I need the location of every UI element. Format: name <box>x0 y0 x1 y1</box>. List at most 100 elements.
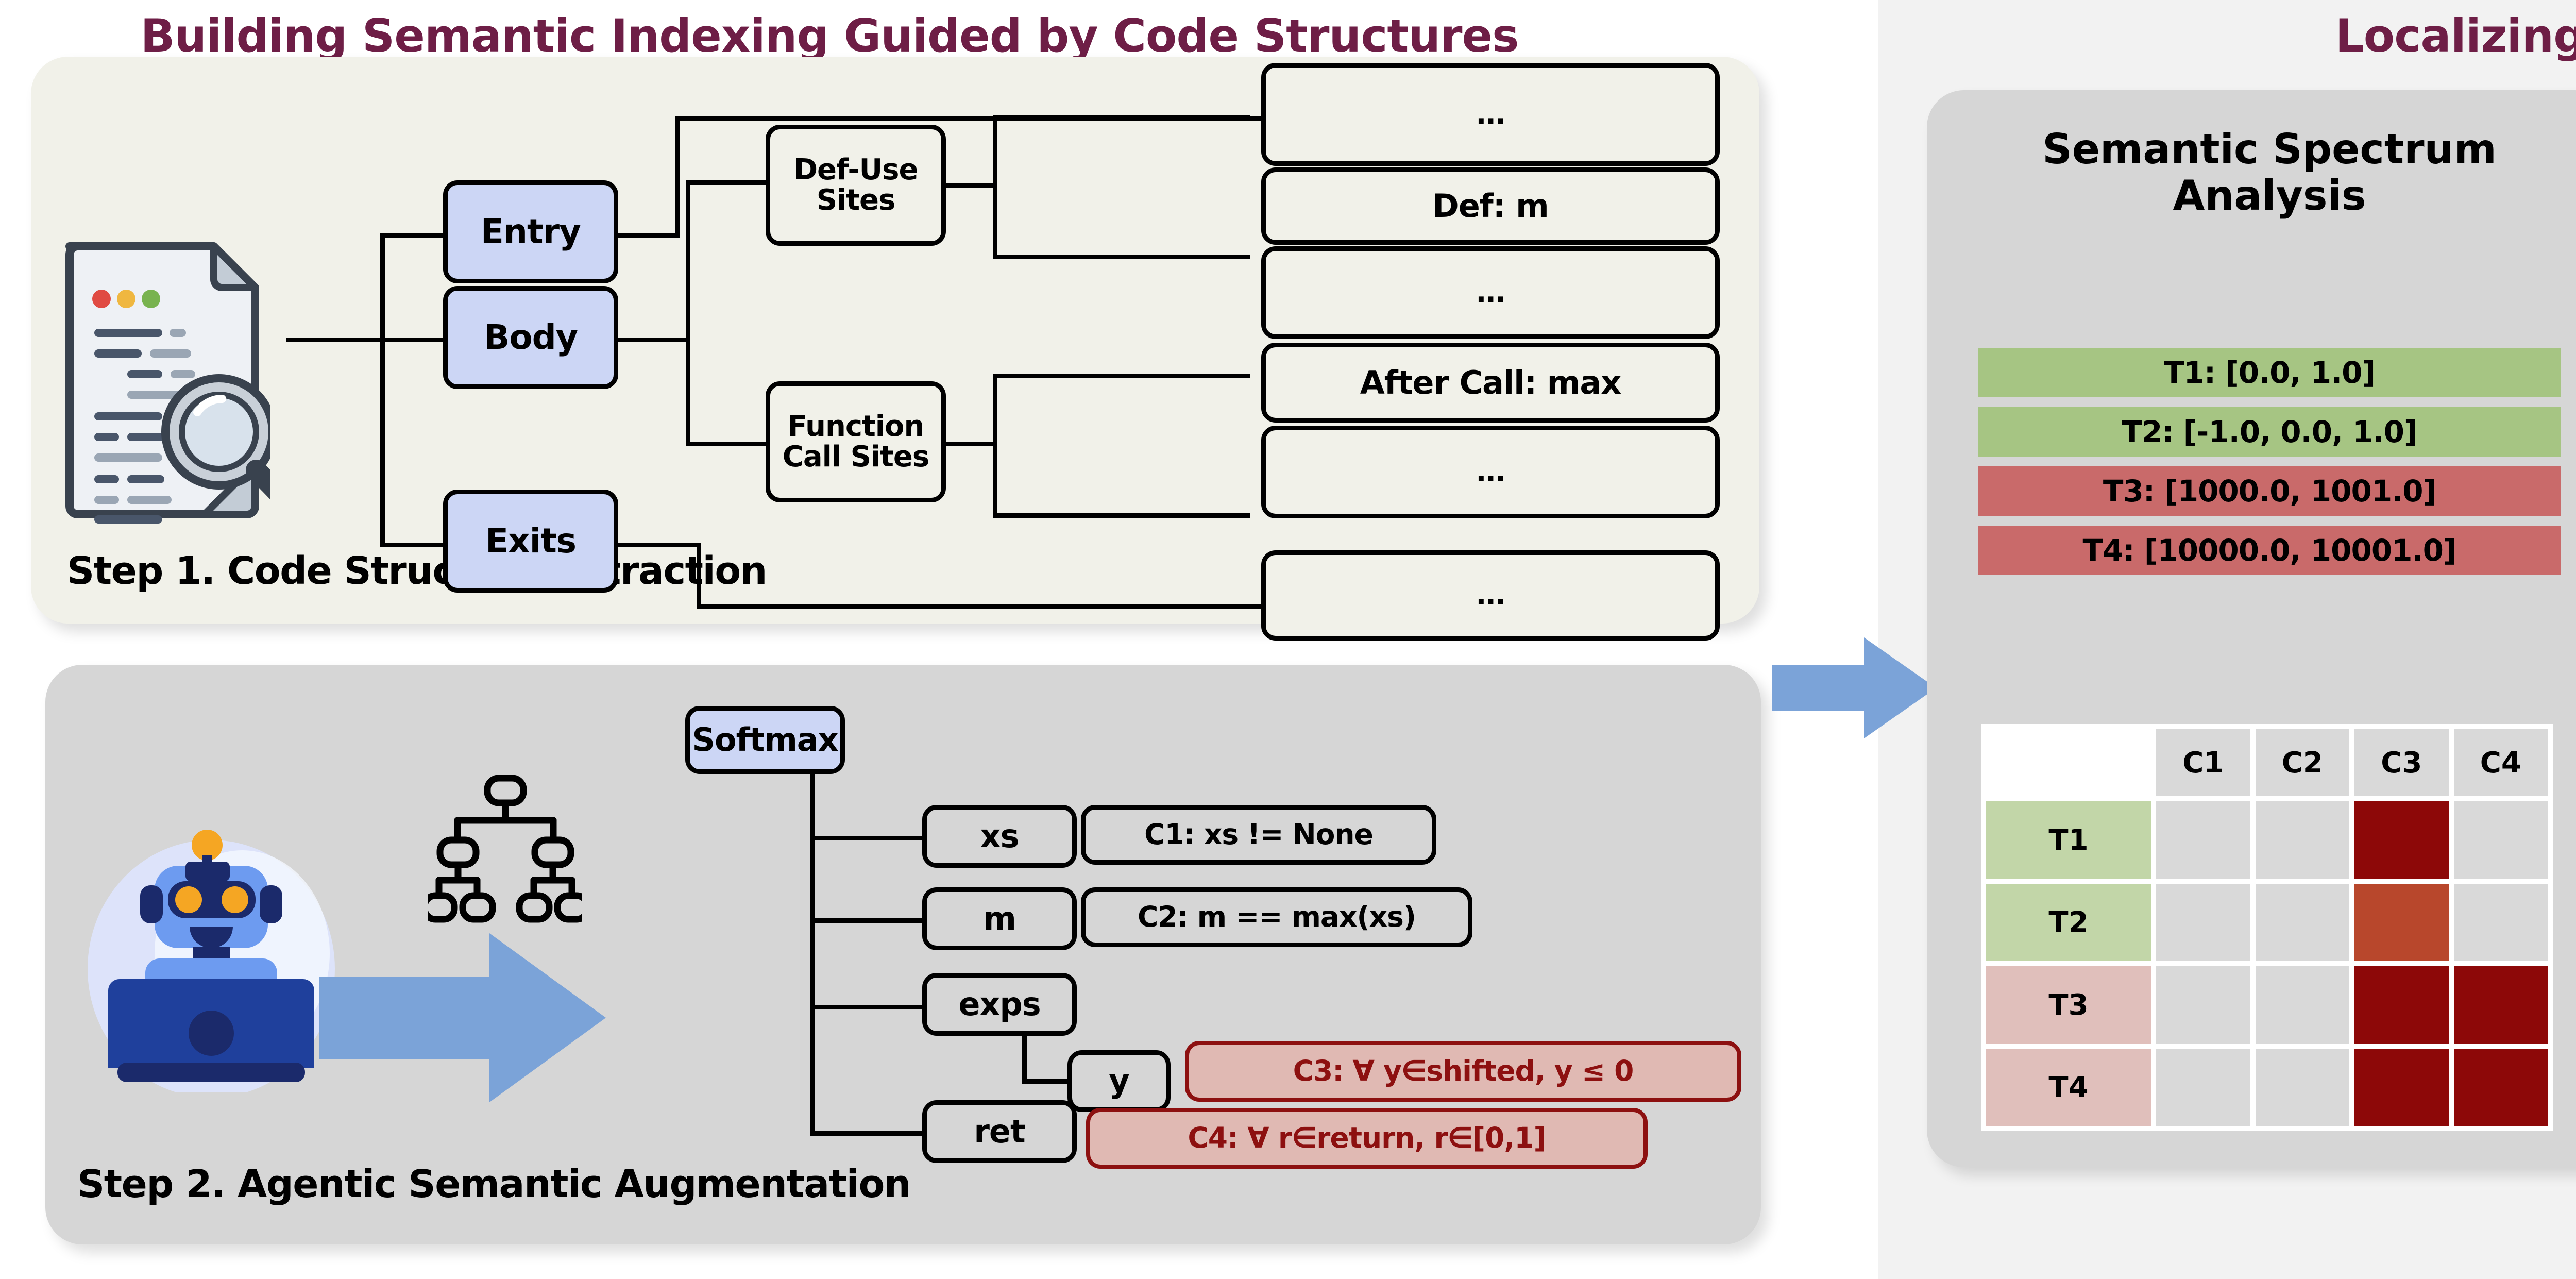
step2-caption: Step 2. Agentic Semantic Augmentation <box>77 1162 911 1206</box>
constraint-c2-label: C2: m == max(xs) <box>1138 900 1416 934</box>
constraint-c3-label: C3: ∀ y∈shifted, y ≤ 0 <box>1293 1054 1634 1088</box>
matrix-corner-cell <box>1986 729 2151 796</box>
link-spine-exits <box>380 543 447 547</box>
link-defuse-leaf2 <box>993 255 1250 259</box>
matrix-col-header-c1: C1 <box>2156 729 2250 796</box>
link-body-defuse <box>686 180 768 185</box>
coverage-matrix: C1 C2 C3 C4 T1 T2 T3 T4 <box>1981 724 2553 1131</box>
ssa-bar-t2[interactable]: T2: [-1.0, 0.0, 1.0] <box>1978 407 2561 457</box>
node-softmax-label: Softmax <box>692 721 838 759</box>
matrix-row-header-t3: T3 <box>1986 966 2151 1044</box>
link-body-out <box>618 338 690 342</box>
ssa-bar-t2-label: T2: [-1.0, 0.0, 1.0] <box>2122 414 2417 449</box>
leaf-entry-top-label: … <box>1476 97 1505 131</box>
leaf-def-m-label: Def: m <box>1432 187 1549 225</box>
node-exits-label: Exits <box>485 521 577 561</box>
matrix-cell-t1-c4 <box>2453 801 2548 879</box>
leaf-defuse-ellipsis-label: … <box>1476 275 1505 309</box>
matrix-row-header-t1: T1 <box>1986 801 2151 879</box>
matrix-cell-t1-c2 <box>2255 801 2349 879</box>
right-arrow-icon <box>319 920 608 1116</box>
node-var-xs-label: xs <box>980 817 1020 855</box>
link-spine-entry <box>380 233 447 238</box>
matrix-cell-t3-c4 <box>2453 966 2548 1044</box>
right-section-title: Localizing Bug-Inducing Code <box>2335 9 2576 62</box>
softmax-spine <box>810 774 815 1135</box>
node-var-m[interactable]: m <box>922 887 1077 950</box>
ssa-bar-t4[interactable]: T4: [10000.0, 10001.0] <box>1978 526 2561 575</box>
link-calls-out <box>946 442 997 446</box>
link-body-calls <box>686 442 768 446</box>
tree-hierarchy-icon <box>421 773 591 933</box>
robot-laptop-icon <box>82 799 340 1098</box>
node-var-y-label: y <box>1109 1062 1129 1100</box>
matrix-cell-t2-c2 <box>2255 884 2349 961</box>
node-var-y[interactable]: y <box>1067 1050 1171 1112</box>
node-def-use-sites-label: Def-Use Sites <box>793 153 919 217</box>
matrix-cell-t2-c1 <box>2156 884 2250 961</box>
node-var-m-label: m <box>983 900 1016 938</box>
matrix-row-header-t4: T4 <box>1986 1049 2151 1126</box>
constraint-c4[interactable]: C4: ∀ r∈return, r∈[0,1] <box>1086 1108 1648 1169</box>
link-defuse-leaf1 <box>993 115 1250 120</box>
stage-transition-arrow-icon <box>1772 631 1937 745</box>
matrix-cell-t2-c4 <box>2453 884 2548 961</box>
ssa-bar-t4-label: T4: [10000.0, 10001.0] <box>2082 533 2457 568</box>
ssa-bar-t1[interactable]: T1: [0.0, 1.0] <box>1978 348 2561 397</box>
spine-level1 <box>380 233 385 547</box>
constraint-c3[interactable]: C3: ∀ y∈shifted, y ≤ 0 <box>1185 1041 1741 1102</box>
node-function-call-sites[interactable]: Function Call Sites <box>766 381 946 502</box>
ssa-bar-t1-label: T1: [0.0, 1.0] <box>2163 355 2376 390</box>
leaf-after-call-max-label: After Call: max <box>1360 363 1621 401</box>
matrix-col-header-c3: C3 <box>2354 729 2449 796</box>
leaf-defuse-ellipsis[interactable]: … <box>1261 246 1720 339</box>
matrix-cell-t3-c1 <box>2156 966 2250 1044</box>
leaf-entry-top[interactable]: … <box>1261 63 1720 166</box>
matrix-cell-t2-c3 <box>2354 884 2449 961</box>
constraint-c2[interactable]: C2: m == max(xs) <box>1081 887 1472 947</box>
node-var-xs[interactable]: xs <box>922 805 1077 868</box>
link-softmax-exps <box>810 1005 923 1009</box>
node-def-use-sites[interactable]: Def-Use Sites <box>766 125 946 246</box>
node-exits[interactable]: Exits <box>443 490 618 593</box>
link-entry-out <box>618 233 680 238</box>
link-defuse-split <box>993 115 997 259</box>
step1-caption: Step 1. Code Structure Extraction <box>67 549 767 593</box>
constraint-c1-label: C1: xs != None <box>1144 818 1374 851</box>
node-var-exps[interactable]: exps <box>922 973 1077 1036</box>
node-body[interactable]: Body <box>443 286 618 389</box>
link-exits-down <box>697 543 701 609</box>
leaf-exits-ellipsis-label: … <box>1476 578 1505 612</box>
link-exits-leaf <box>697 604 1263 609</box>
code-document-magnifier-icon <box>54 227 295 526</box>
constraint-c4-label: C4: ∀ r∈return, r∈[0,1] <box>1188 1121 1546 1155</box>
node-function-call-sites-label: Function Call Sites <box>782 409 929 474</box>
leaf-exits-ellipsis[interactable]: … <box>1261 550 1720 641</box>
leaf-after-call-max[interactable]: After Call: max <box>1261 343 1720 423</box>
matrix-cell-t4-c1 <box>2156 1049 2250 1126</box>
leaf-def-m[interactable]: Def: m <box>1261 167 1720 245</box>
node-body-label: Body <box>484 317 578 358</box>
link-softmax-xs <box>810 836 923 840</box>
link-exps-y-h <box>1022 1079 1072 1084</box>
leaf-calls-ellipsis[interactable]: … <box>1261 426 1720 518</box>
link-entry-up <box>675 116 680 235</box>
link-calls-split <box>993 374 997 515</box>
link-softmax-m <box>810 918 923 923</box>
node-entry[interactable]: Entry <box>443 180 618 283</box>
matrix-cell-t4-c2 <box>2255 1049 2349 1126</box>
node-softmax[interactable]: Softmax <box>685 706 845 774</box>
node-var-ret[interactable]: ret <box>922 1100 1077 1163</box>
semantic-spectrum-heading: Semantic Spectrum Analysis <box>2042 125 2497 220</box>
link-body-split <box>686 180 690 446</box>
matrix-cell-t4-c4 <box>2453 1049 2548 1126</box>
left-section-title: Building Semantic Indexing Guided by Cod… <box>140 9 1519 62</box>
node-var-ret-label: ret <box>974 1113 1025 1151</box>
matrix-cell-t4-c3 <box>2354 1049 2449 1126</box>
matrix-cell-t1-c3 <box>2354 801 2449 879</box>
ssa-bar-t3[interactable]: T3: [1000.0, 1001.0] <box>1978 466 2561 516</box>
node-var-exps-label: exps <box>958 985 1041 1023</box>
constraint-c1[interactable]: C1: xs != None <box>1081 805 1436 865</box>
node-entry-label: Entry <box>480 212 581 252</box>
